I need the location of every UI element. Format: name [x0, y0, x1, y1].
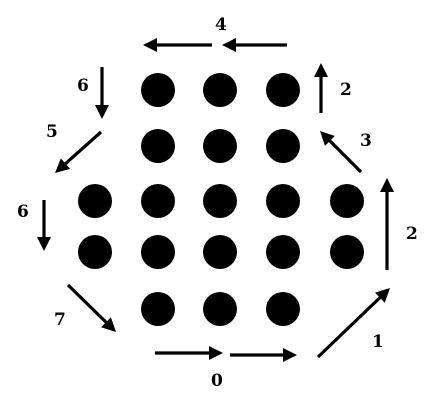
dot	[141, 129, 175, 163]
dot	[141, 235, 175, 269]
dot	[78, 184, 112, 218]
label-bottom: 0	[211, 371, 223, 391]
arrow-left	[37, 200, 51, 251]
arrow-upper-right-diag-shaft	[328, 139, 363, 174]
label-right: 2	[406, 224, 418, 244]
dot	[203, 184, 237, 218]
arrow-top-1	[143, 38, 212, 52]
arrow-right-head	[380, 178, 394, 192]
arrow-bottom-2	[230, 348, 297, 362]
arrow-top-2-head	[222, 38, 236, 52]
dot	[141, 73, 175, 107]
arrow-lower-left-diag	[66, 283, 116, 332]
arrow-bottom-1-head	[209, 346, 223, 360]
arrow-lower-right	[316, 288, 390, 359]
dot	[266, 235, 300, 269]
arrow-group	[37, 38, 394, 362]
label-top: 4	[215, 15, 227, 35]
arrow-top-2	[222, 38, 287, 52]
arrow-bottom-2-head	[283, 348, 297, 362]
arrow-lower-right-head	[375, 288, 390, 303]
dot	[266, 129, 300, 163]
dot	[203, 292, 237, 326]
dot	[266, 184, 300, 218]
dot	[330, 235, 364, 269]
arrow-lower-left-diag-shaft	[66, 283, 108, 325]
arrow-bottom-1	[155, 346, 223, 360]
dot	[266, 292, 300, 326]
dot	[141, 184, 175, 218]
dot	[266, 73, 300, 107]
label-lower-right: 1	[372, 332, 384, 352]
arrow-top-1-head	[143, 38, 157, 52]
arrow-right	[380, 178, 394, 270]
arrow-upper-left-diag-shaft	[63, 130, 103, 166]
label-upper-right: 2	[340, 80, 352, 100]
arrow-upper-right-diag	[320, 131, 363, 174]
dot	[141, 292, 175, 326]
arrow-upper-left-diag-head	[55, 158, 71, 173]
label-upper-left: 6	[77, 76, 89, 96]
arrow-left-head	[37, 237, 51, 251]
label-left: 6	[17, 202, 29, 222]
dot	[78, 235, 112, 269]
arrow-lower-left-diag-head	[101, 317, 116, 332]
dot	[203, 235, 237, 269]
dot	[330, 184, 364, 218]
arrow-upper-left	[95, 67, 109, 119]
arrow-upper-right	[314, 63, 328, 113]
dot-grid	[78, 73, 364, 326]
label-upper-right-diag: 3	[360, 131, 372, 151]
dot	[203, 73, 237, 107]
arrow-upper-right-head	[314, 63, 328, 77]
label-lower-left-diag: 7	[54, 310, 66, 330]
arrow-upper-left-diag	[55, 130, 103, 173]
arrow-lower-right-shaft	[316, 295, 382, 359]
arrow-upper-right-diag-head	[320, 131, 335, 146]
dot	[203, 129, 237, 163]
label-upper-left-diag: 5	[46, 122, 58, 142]
arrow-upper-left-head	[95, 105, 109, 119]
